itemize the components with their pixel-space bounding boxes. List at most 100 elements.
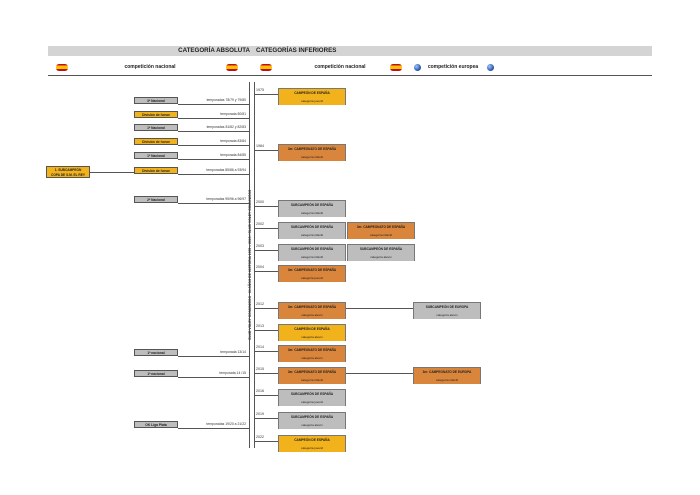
absolute-league-box: 2ª Nacional — [134, 196, 178, 203]
spain-flag-icon — [226, 64, 238, 71]
absolute-league-box: 3ª Nacional — [134, 97, 178, 104]
absolute-league-box: 1ª Nacional — [134, 124, 178, 131]
absolute-league-box: División de honor — [134, 167, 178, 174]
europe-connector — [346, 373, 413, 374]
globe-icon — [487, 64, 494, 71]
award-title: SUBCAMPEÓN DE ESPAÑA — [348, 245, 414, 253]
absolute-league-box: División de honor — [134, 111, 178, 118]
absolute-seasons: temporada 83/84 — [220, 139, 246, 143]
vertical-history-label: CLUB VOLEY COMUNICOS · 64 AÑOS DE HISTOR… — [248, 189, 252, 340]
award-title: SUBCAMPEÓN DE ESPAÑA — [279, 201, 345, 209]
year-label: 2014 — [256, 345, 264, 349]
absolute-row-line — [178, 203, 249, 204]
year-label: 2004 — [256, 265, 264, 269]
absolute-seasons: temporadas 78/79 y 79/80 — [206, 98, 246, 102]
absolute-row-line — [178, 174, 249, 175]
absolute-seasons: temporadas 81/82 y 82/83 — [206, 125, 246, 129]
year-label: 2022 — [256, 435, 264, 439]
spain-flag-icon — [390, 64, 402, 71]
award-category: categoría alevín — [348, 253, 414, 261]
year-label: 2016 — [256, 389, 264, 393]
year-line — [254, 330, 278, 331]
year-line — [254, 441, 278, 442]
header-absolute-title: CATEGORÍA ABSOLUTA — [178, 47, 250, 54]
cup-line-1: 1. SUBCAMPEÓN — [54, 168, 82, 172]
subheader-national-right: competición nacional — [314, 64, 366, 70]
europe-connector — [346, 308, 413, 309]
absolute-seasons: temporadas 95/96 a 96/97 — [206, 197, 246, 201]
year-line — [254, 418, 278, 419]
year-line — [254, 228, 278, 229]
spain-flag-icon — [56, 64, 68, 71]
award-title: CAMPEÓN DE ESPAÑA — [279, 436, 345, 444]
absolute-seasons: temporadas 85/86 a 93/94 — [206, 168, 246, 172]
year-label: 2015 — [256, 367, 264, 371]
award-title: 3er. CAMPEONATO DE ESPAÑA — [279, 368, 345, 376]
award-title: SUBCAMPEÓN DE ESPAÑA — [279, 223, 345, 231]
award-category: categoría alevín — [279, 333, 345, 341]
absolute-seasons: temporada 84/85 — [220, 153, 246, 157]
year-label: 2000 — [256, 200, 264, 204]
absolute-row-line — [178, 356, 249, 357]
cup-line-2: COPA DE S.M. EL REY — [51, 173, 85, 177]
absolute-seasons: temporada 13/14 — [220, 350, 246, 354]
subheader-divider — [48, 75, 652, 76]
year-label: 1975 — [256, 88, 264, 92]
absolute-row-line — [178, 428, 249, 429]
award-title: 3er. CAMPEONATO DE ESPAÑA — [279, 346, 345, 354]
absolute-league-box: 1ª Nacional — [134, 152, 178, 159]
year-line — [254, 308, 278, 309]
cup-box: 1. SUBCAMPEÓN COPA DE S.M. EL REY — [46, 166, 90, 178]
year-label: 2019 — [256, 412, 264, 416]
subheader-national-left: competición nacional — [124, 64, 176, 70]
award-title: 3er. CAMPEONATO DE EUROPA — [414, 368, 480, 376]
year-line — [254, 395, 278, 396]
award-category: categoría alevín — [279, 421, 345, 429]
award-category: categoría juvenil — [279, 444, 345, 452]
award-title: 3er. CAMPEONATO DE ESPAÑA — [279, 266, 345, 274]
award-category: categoría infantil — [348, 231, 414, 239]
absolute-league-box: 1ª nacional — [134, 349, 178, 356]
year-line — [254, 373, 278, 374]
year-line — [254, 250, 278, 251]
award-title: 3er. CAMPEONATO DE ESPAÑA — [279, 303, 345, 311]
absolute-row-line — [178, 131, 249, 132]
year-label: 2012 — [256, 302, 264, 306]
subheader-europe: competición europea — [427, 64, 479, 70]
award-category: categoría juvenil — [279, 97, 345, 105]
year-line — [254, 150, 278, 151]
absolute-row-line — [178, 118, 249, 119]
header-lower-title: CATEGORÍAS INFERIORES — [256, 47, 337, 54]
absolute-row-line — [178, 104, 249, 105]
award-category: categoría infantil — [414, 376, 480, 384]
award-category: categoría infantil — [279, 153, 345, 161]
year-line — [254, 351, 278, 352]
year-label: 2013 — [256, 324, 264, 328]
absolute-league-box: División de honor — [134, 138, 178, 145]
absolute-row-line — [178, 145, 249, 146]
award-title: 3er. CAMPEONATO DE ESPAÑA — [279, 145, 345, 153]
award-category: categoría infantil — [279, 253, 345, 261]
award-title: CAMPEÓN DE ESPAÑA — [279, 89, 345, 97]
cup-connector — [90, 172, 134, 173]
header-bar-lower: CATEGORÍAS INFERIORES — [254, 46, 652, 56]
globe-icon — [414, 64, 421, 71]
timeline-axis-left — [249, 82, 250, 448]
timeline-axis-right — [254, 82, 255, 448]
absolute-seasons: temporadas 19/20 a 21/22 — [206, 422, 246, 426]
award-category: categoría alevín — [279, 354, 345, 362]
award-category: categoría juvenil — [279, 398, 345, 406]
